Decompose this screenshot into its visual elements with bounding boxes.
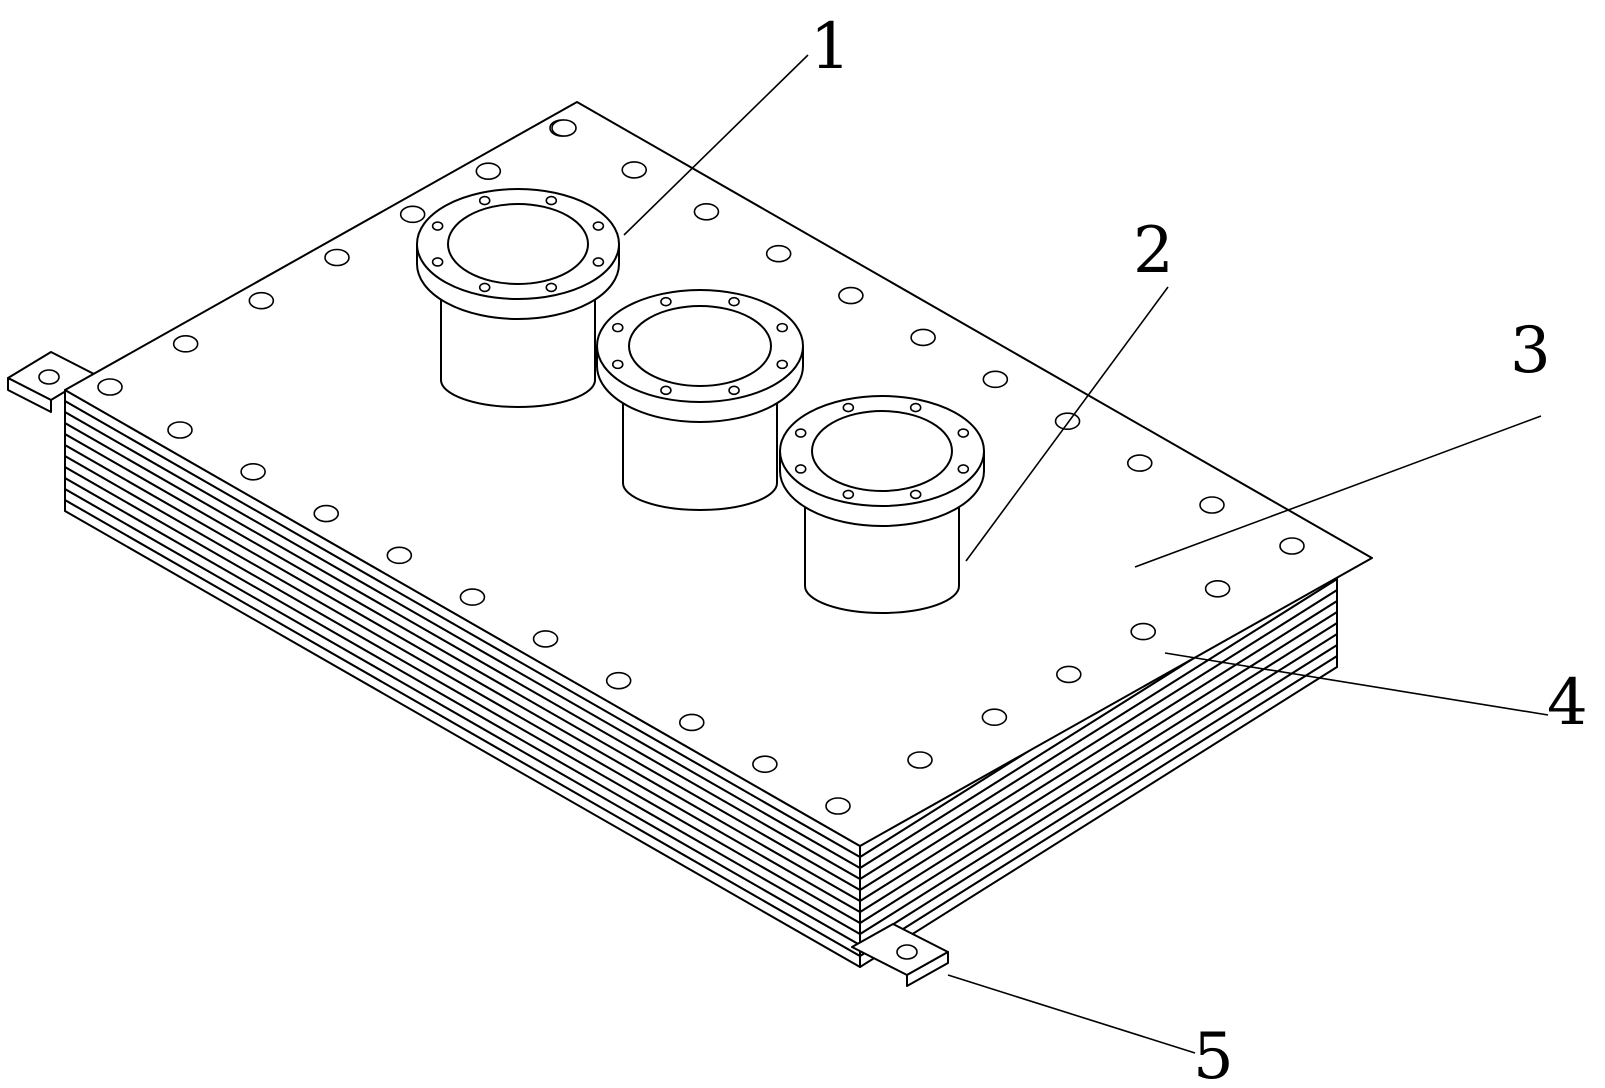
flange-bolt-hole xyxy=(611,359,624,370)
bolt-hole xyxy=(1204,579,1231,598)
bolt-hole xyxy=(621,161,648,179)
pipe-flange-2 xyxy=(596,289,804,511)
flange-bolt-hole xyxy=(728,385,740,396)
bolt-hole xyxy=(693,202,720,221)
bolt-hole xyxy=(752,755,778,774)
bolt-hole xyxy=(910,328,936,347)
bolt-hole xyxy=(907,751,933,769)
bolt-hole xyxy=(475,162,502,180)
callout-label-5: 5 xyxy=(1193,1020,1234,1088)
flange-bolt-hole xyxy=(842,489,855,500)
pipe-body xyxy=(440,299,596,408)
flange-bolt-hole xyxy=(909,489,922,500)
bolt-hole xyxy=(825,797,851,815)
bolt-hole xyxy=(551,119,577,137)
flange-bolt-hole xyxy=(431,221,444,231)
flange-bolt-hole xyxy=(545,195,558,206)
bolt-hole xyxy=(982,370,1009,389)
flange-bolt-hole xyxy=(660,296,672,307)
callout-label-4: 4 xyxy=(1547,666,1588,740)
bolt-hole xyxy=(97,378,123,396)
callout-label-1: 1 xyxy=(810,10,851,84)
bolt-hole xyxy=(313,504,340,523)
bolt-hole xyxy=(1279,537,1305,555)
bolt-hole xyxy=(981,708,1008,727)
pipe-flange-3 xyxy=(779,395,985,614)
pipe-flanges xyxy=(416,188,985,614)
bolt-holes xyxy=(97,119,1305,815)
flange-bolt-hole xyxy=(545,282,558,293)
flange-bolt-hole xyxy=(478,282,491,293)
stacked-plates xyxy=(64,389,1338,968)
left-mounting-lug xyxy=(7,351,95,413)
flange-bolt-hole xyxy=(957,464,970,474)
callout-numbers: 1 2 3 4 5 xyxy=(810,10,1588,1088)
pipe-body xyxy=(804,505,960,614)
flange-bolt-hole xyxy=(794,428,807,438)
flange-bolt-hole xyxy=(776,359,789,370)
leader-line-4 xyxy=(1164,652,1549,716)
callout-label-3: 3 xyxy=(1510,314,1551,388)
bolt-hole xyxy=(386,546,413,565)
bolt-hole xyxy=(248,291,275,310)
bolt-hole xyxy=(532,630,559,648)
leader-line-1 xyxy=(623,54,809,236)
flange-bolt-hole xyxy=(592,221,605,231)
flange-bore xyxy=(447,203,589,285)
leader-line-3 xyxy=(1134,415,1542,568)
flange-bolt-hole xyxy=(660,385,672,396)
right-mounting-lug xyxy=(851,923,949,987)
bolt-hole xyxy=(324,248,350,267)
bolt-hole xyxy=(605,671,632,690)
bolt-hole xyxy=(1130,622,1156,641)
flange-bolt-hole xyxy=(611,322,624,333)
leader-line-5 xyxy=(947,974,1196,1054)
flange-bolt-hole xyxy=(794,464,807,474)
flange-bolt-hole xyxy=(776,322,789,333)
leader-lines xyxy=(623,54,1549,1054)
bolt-hole xyxy=(678,713,705,732)
bolt-hole xyxy=(172,335,199,353)
bolt-hole xyxy=(240,462,266,481)
bolt-hole xyxy=(459,588,486,606)
bolt-hole xyxy=(1126,454,1153,472)
pipe-flange-1 xyxy=(416,188,620,408)
bolt-hole xyxy=(1056,665,1082,684)
bolt-hole xyxy=(838,286,864,305)
flange-bore xyxy=(628,305,772,387)
flange-bore xyxy=(811,410,953,492)
flange-bolt-hole xyxy=(842,402,855,413)
bolt-hole xyxy=(167,421,193,439)
flange-bolt-hole xyxy=(957,428,970,438)
bolt-hole xyxy=(765,244,792,263)
leader-line-2 xyxy=(965,286,1169,562)
pipe-body xyxy=(622,401,778,511)
flange-bolt-hole xyxy=(909,402,922,413)
bolt-hole xyxy=(1054,412,1081,431)
flange-bolt-hole xyxy=(728,296,740,307)
flange-bolt-hole xyxy=(478,195,491,206)
flange-bolt-hole xyxy=(592,257,605,267)
callout-label-2: 2 xyxy=(1133,214,1174,288)
bolt-hole xyxy=(1199,496,1225,514)
flange-bolt-hole xyxy=(431,257,444,267)
bolt-hole xyxy=(399,205,426,224)
